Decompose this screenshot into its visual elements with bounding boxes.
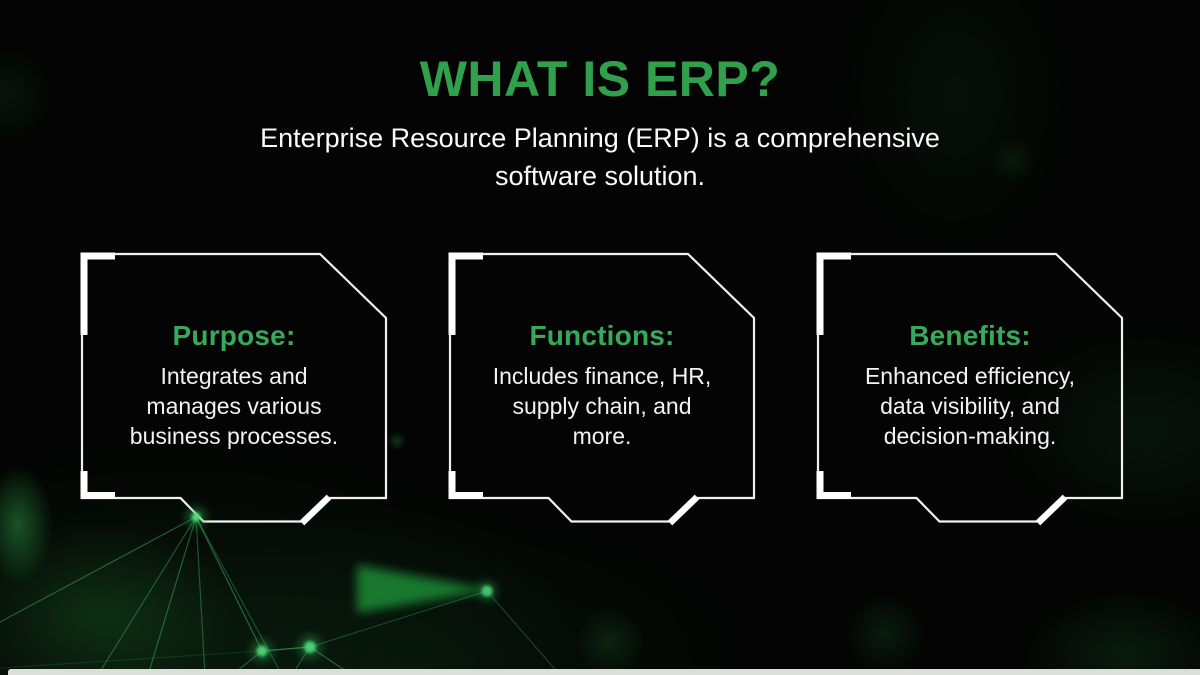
card-body: Integrates and manages various business … (129, 363, 339, 449)
card-functions: Functions: Includes finance, HR, supply … (448, 252, 756, 528)
card-benefits: Benefits: Enhanced efficiency, data visi… (816, 252, 1124, 528)
card-heading: Purpose: (172, 320, 296, 351)
card-body: Includes finance, HR, supply chain, and … (492, 363, 712, 449)
card-body: Enhanced efficiency, data visibility, an… (864, 363, 1076, 449)
network-nodes (185, 506, 498, 663)
slide-header: WHAT IS ERP? Enterprise Resource Plannin… (0, 0, 1200, 195)
triangle-glow-shape (357, 565, 492, 613)
bottom-edge-bar (8, 669, 1200, 675)
card-purpose: Purpose: Integrates and manages various … (80, 252, 388, 528)
card-content: Functions: Includes finance, HR, supply … (448, 252, 756, 528)
slide-subtitle: Enterprise Resource Planning (ERP) is a … (260, 123, 940, 191)
network-lines (0, 516, 561, 675)
page-title: WHAT IS ERP? (419, 51, 781, 107)
card-heading: Benefits: (909, 320, 1031, 351)
card-heading: Functions: (529, 320, 675, 351)
card-content: Purpose: Integrates and manages various … (80, 252, 388, 528)
card-content: Benefits: Enhanced efficiency, data visi… (816, 252, 1124, 528)
